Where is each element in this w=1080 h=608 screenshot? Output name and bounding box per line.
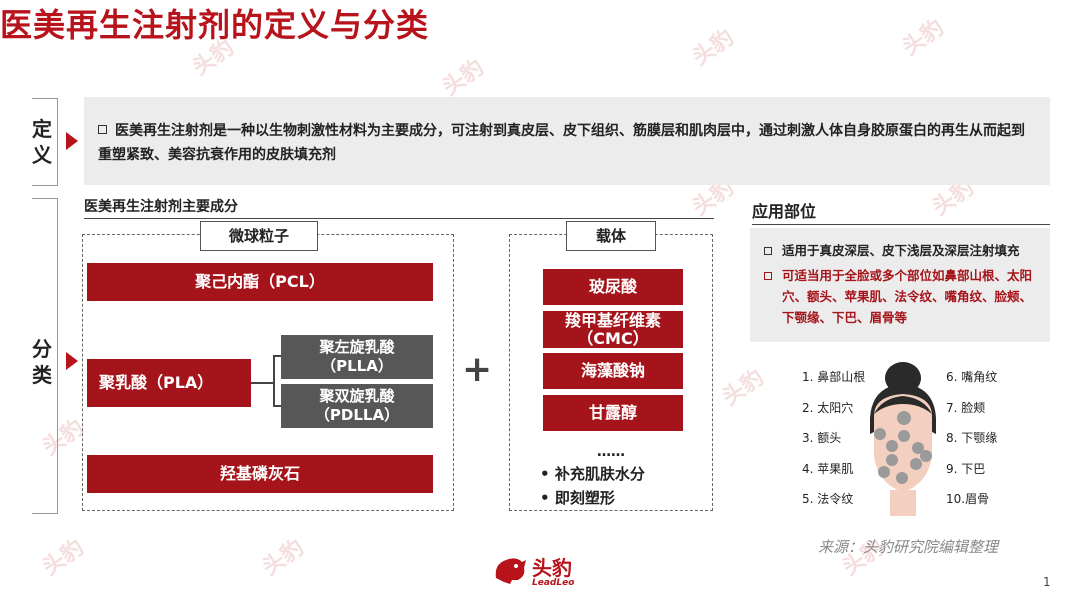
face-list-item: 7. 脸颊	[946, 400, 986, 415]
carrier-item: 羧甲基纤维素 （CMC）	[543, 311, 683, 348]
face-list-item: 4. 苹果肌	[802, 461, 854, 476]
face-list-item: 8. 下颚缘	[946, 431, 998, 445]
face-list-left: 1. 鼻部山根 2. 太阳穴 3. 额头 4. 苹果肌 5. 法令纹	[802, 362, 865, 515]
page-number: 1	[1043, 575, 1051, 589]
plla-bar: 聚左旋乳酸 （PLLA）	[281, 335, 433, 379]
logo-cn: 头豹	[532, 556, 572, 580]
watermark: 头豹	[258, 535, 309, 581]
definition-label: 定义	[32, 117, 52, 167]
square-bullet-icon	[764, 272, 772, 280]
face-list-item: 2. 太阳穴	[802, 400, 854, 415]
face-list-item: 10.眉骨	[946, 492, 990, 506]
carrier-bullet: • 即刻塑形	[540, 489, 615, 507]
watermark: 头豹	[438, 55, 489, 101]
plus-sign: +	[462, 349, 493, 390]
connector	[273, 405, 281, 407]
application-item: 适用于真皮深层、皮下浅层及深层注射填充	[760, 240, 1040, 261]
square-bullet-icon	[98, 125, 107, 134]
definition-text: 医美再生注射剂是一种以生物刺激性材料为主要成分，可注射到真皮层、皮下组织、筋膜层…	[98, 123, 1025, 163]
classification-bracket	[32, 198, 58, 514]
carrier-item: 玻尿酸	[543, 269, 683, 305]
face-list-item: 6. 嘴角纹	[946, 370, 998, 384]
face-list-item: 1. 鼻部山根	[802, 370, 866, 384]
carrier-ellipsis: ……	[597, 444, 625, 460]
carrier-item: 海藻酸钠	[543, 353, 683, 389]
watermark: 头豹	[38, 535, 89, 581]
carrier-item: 甘露醇	[543, 395, 683, 431]
application-text: 适用于真皮深层、皮下浅层及深层注射填充	[782, 243, 1020, 258]
ingredients-title: 医美再生注射剂主要成分	[84, 196, 714, 219]
leopard-logo-icon	[495, 558, 526, 584]
face-list-item: 3. 额头	[802, 431, 842, 445]
connector	[273, 355, 281, 357]
connector	[273, 355, 275, 406]
carrier-tag: 载体	[566, 221, 656, 251]
microsphere-tag: 微球粒子	[200, 221, 318, 251]
application-box: 适用于真皮深层、皮下浅层及深层注射填充 可适当用于全脸或多个部位如鼻部山根、太阳…	[750, 228, 1050, 342]
carrier-bullet: • 补充肌肤水分	[540, 465, 645, 483]
watermark: 头豹	[718, 365, 769, 411]
square-bullet-icon	[764, 247, 772, 255]
face-list-item: 5. 法令纹	[802, 492, 854, 506]
carrier-bullet-text: 补充肌肤水分	[554, 465, 645, 483]
application-title: 应用部位	[752, 198, 1050, 225]
definition-bracket	[32, 98, 58, 186]
chevron-right-icon	[66, 132, 78, 150]
pdlla-bar: 聚双旋乳酸 （PDLLA）	[281, 384, 433, 428]
connector	[251, 382, 274, 384]
face-illustration	[870, 362, 936, 516]
classification-label: 分类	[32, 337, 52, 387]
pcl-bar: 聚己内酯（PCL）	[87, 263, 433, 301]
page-title: 医美再生注射剂的定义与分类	[0, 6, 430, 44]
logo-en: LeadLeo	[532, 578, 575, 588]
source-note: 来源：头豹研究院编辑整理	[818, 538, 999, 556]
face-list-right: 6. 嘴角纹 7. 脸颊 8. 下颚缘 9. 下巴 10.眉骨	[946, 362, 997, 515]
definition-box: 医美再生注射剂是一种以生物刺激性材料为主要成分，可注射到真皮层、皮下组织、筋膜层…	[84, 97, 1050, 185]
pla-bar: 聚乳酸（PLA）	[87, 359, 251, 407]
application-text: 可适当用于全脸或多个部位如鼻部山根、太阳穴、额头、苹果肌、法令纹、嘴角纹、脸颊、…	[782, 268, 1033, 325]
logo: 头豹 LeadLeo	[492, 548, 592, 594]
chevron-right-icon	[66, 352, 78, 370]
application-item: 可适当用于全脸或多个部位如鼻部山根、太阳穴、额头、苹果肌、法令纹、嘴角纹、脸颊、…	[760, 265, 1040, 328]
carrier-bullet-text: 即刻塑形	[554, 489, 615, 507]
face-list-item: 9. 下巴	[946, 461, 986, 476]
hydroxyapatite-bar: 羟基磷灰石	[87, 455, 433, 493]
